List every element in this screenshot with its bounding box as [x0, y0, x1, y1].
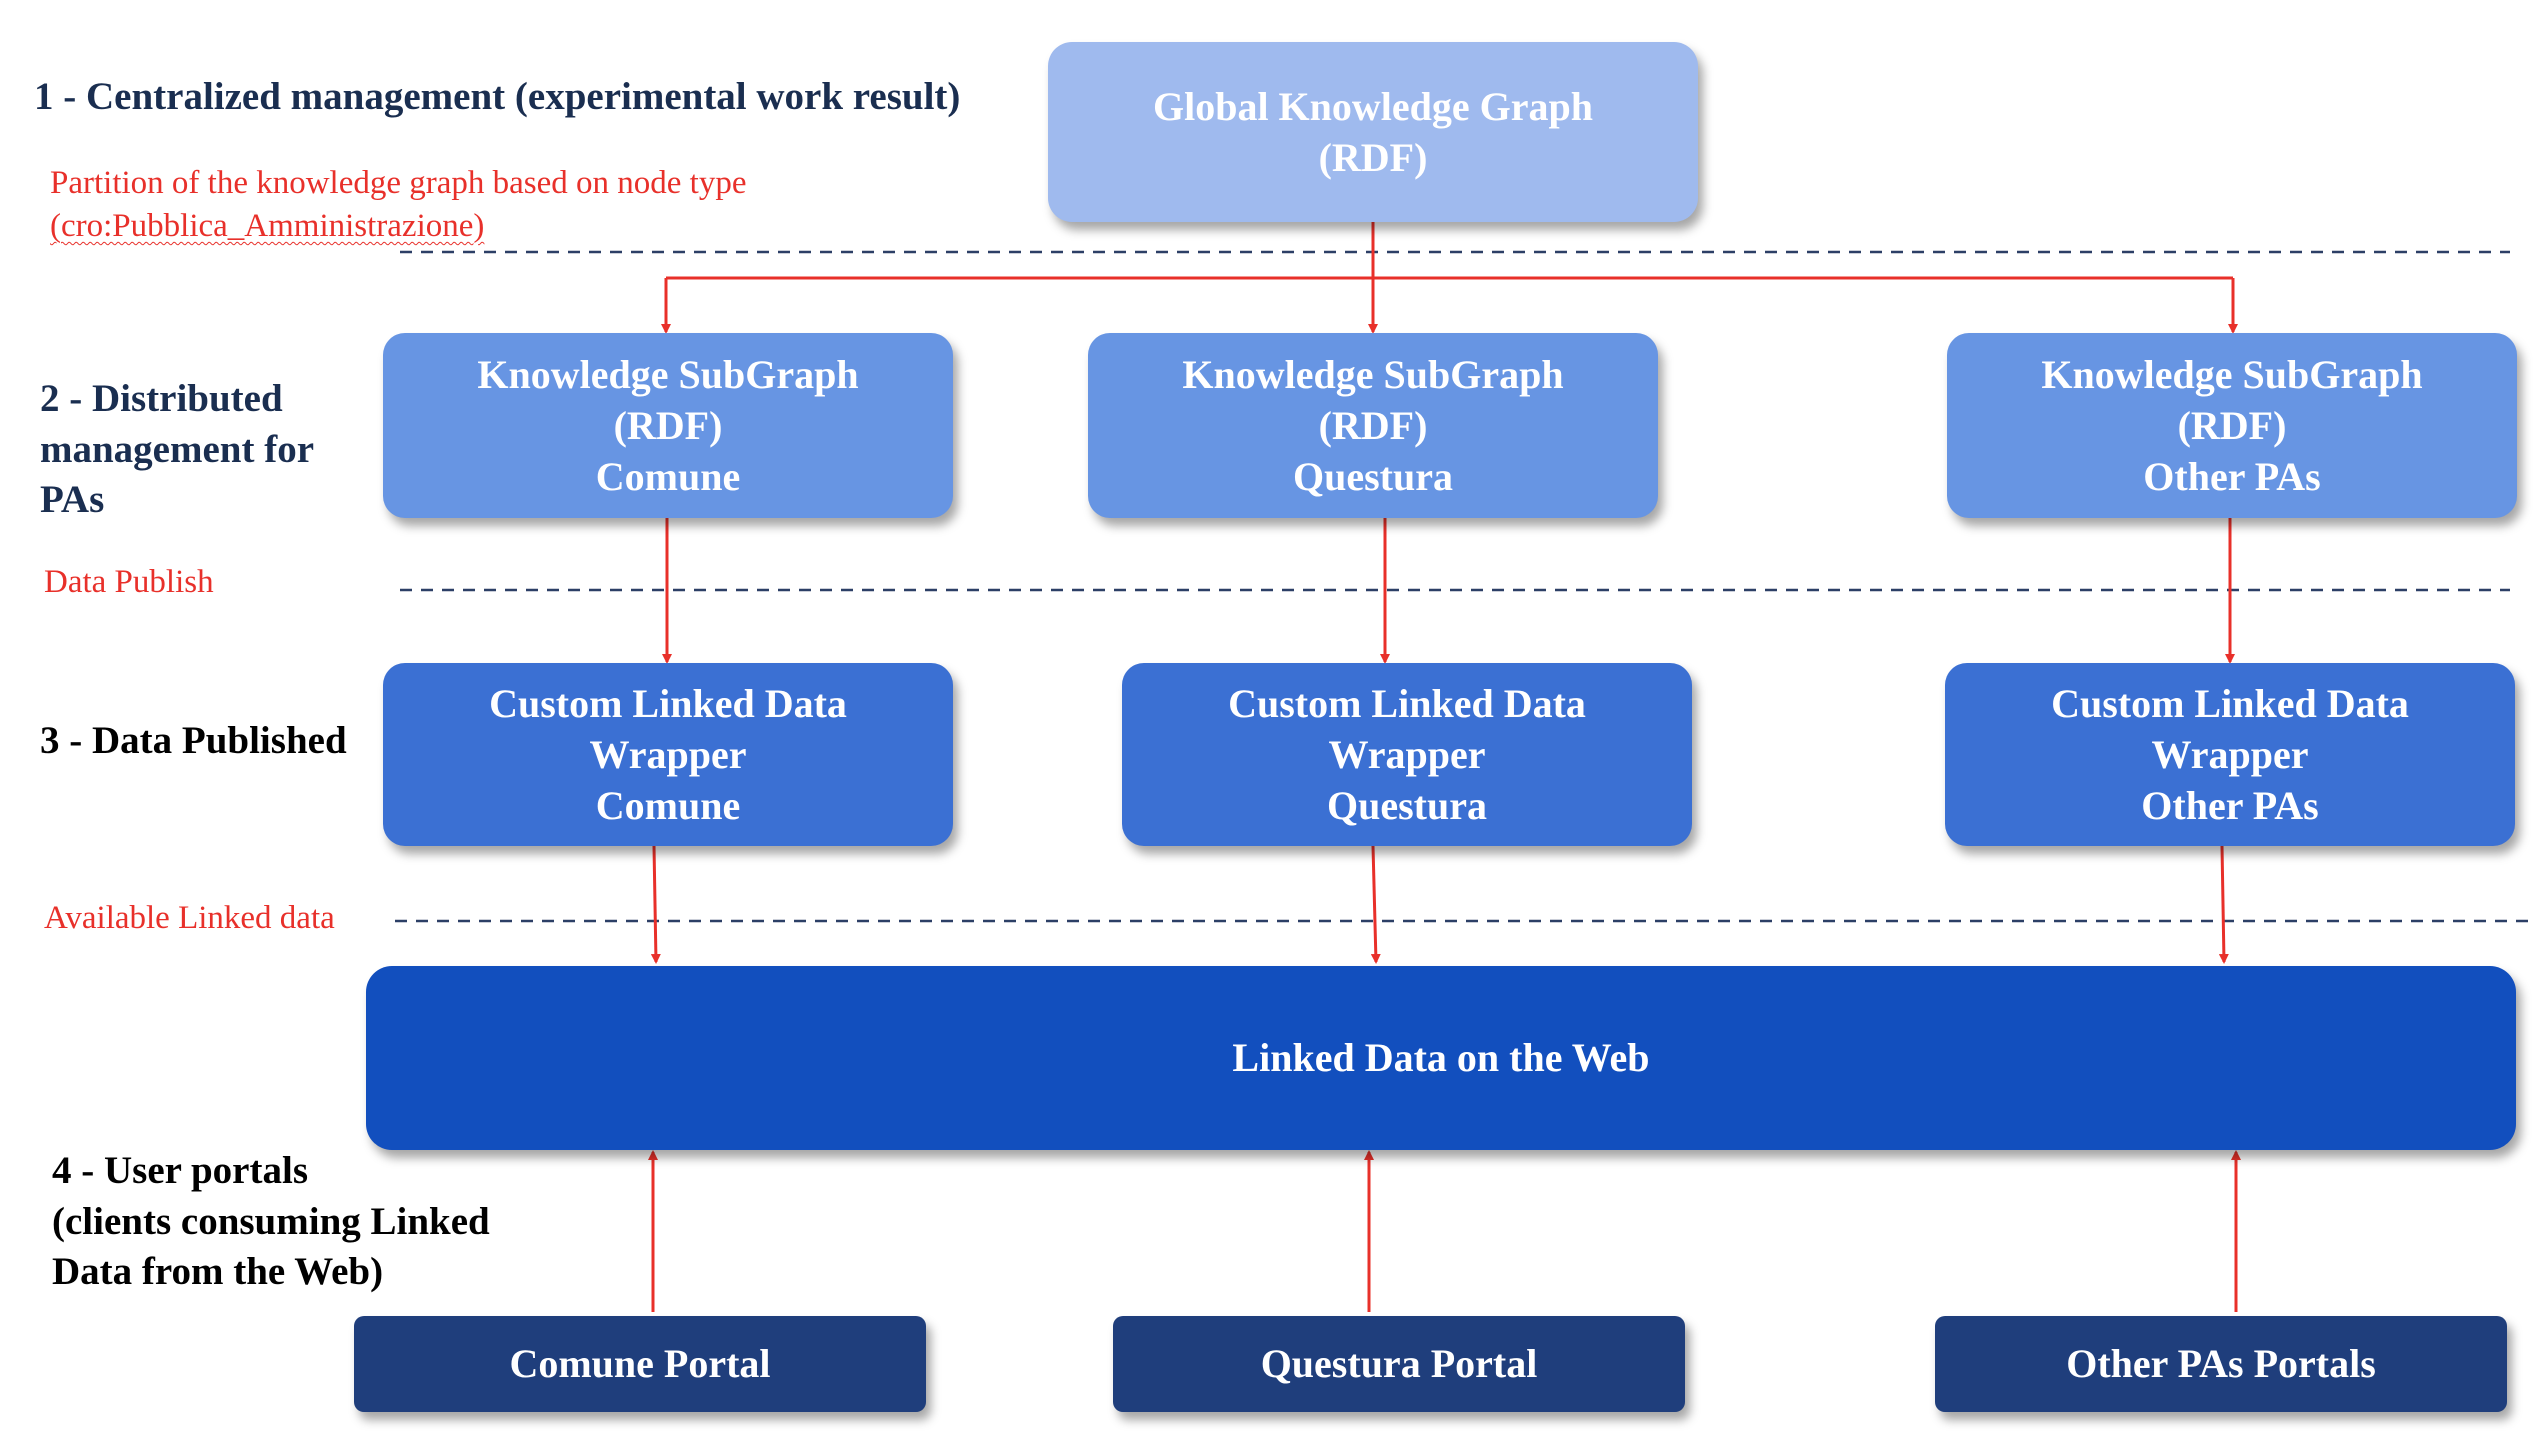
- level-2-line-1: 2 - Distributed: [40, 377, 283, 420]
- subgraph-questura-box: Knowledge SubGraph (RDF) Questura: [1088, 333, 1658, 518]
- level-4-line-1: 4 - User portals: [52, 1149, 308, 1192]
- arrow-wrappers-to-web: [650, 845, 2229, 964]
- wrapper-questura-line-1: Custom Linked Data: [1228, 680, 1586, 726]
- comune-portal-box: Comune Portal: [354, 1316, 926, 1412]
- level-1-label: 1 - Centralized management (experimental…: [34, 72, 960, 123]
- wrapper-other-pas-line-2: Wrapper: [2151, 731, 2309, 777]
- arrow-portals-to-web: [648, 1150, 2241, 1312]
- level-3-text: 3 - Data Published: [40, 719, 347, 762]
- level-3-label: 3 - Data Published: [40, 716, 347, 767]
- available-linked-data-text: Available Linked data: [44, 900, 335, 936]
- arrow-subgraphs-to-wrappers: [662, 518, 2235, 664]
- subgraph-other-pas-line-1: Knowledge SubGraph: [2041, 351, 2423, 397]
- other-pas-portal-box: Other PAs Portals: [1935, 1316, 2507, 1412]
- global-knowledge-graph-box: Global Knowledge Graph (RDF): [1048, 42, 1698, 222]
- data-publish-text: Data Publish: [44, 564, 214, 600]
- questura-portal-text: Questura Portal: [1260, 1341, 1538, 1387]
- subgraph-comune-line-3: Comune: [595, 454, 741, 500]
- level-1-text: 1 - Centralized management (experimental…: [34, 75, 961, 118]
- level-2-label: 2 - Distributed management for PAs: [40, 374, 314, 526]
- subgraph-comune-box: Knowledge SubGraph (RDF) Comune: [383, 333, 953, 518]
- arrow-global-to-subgraphs: [661, 222, 2238, 334]
- subgraph-comune-line-1: Knowledge SubGraph: [477, 351, 859, 397]
- level-2-line-2: management for: [40, 427, 315, 471]
- subgraph-other-pas-line-2: (RDF): [2177, 402, 2287, 448]
- wrapper-comune-line-2: Wrapper: [589, 731, 747, 777]
- wrapper-comune-line-3: Comune: [595, 783, 741, 829]
- wrapper-questura-line-2: Wrapper: [1328, 731, 1486, 777]
- subgraph-comune-line-2: (RDF): [613, 402, 723, 448]
- linked-data-web-box: Linked Data on the Web: [366, 966, 2516, 1150]
- subgraph-questura-line-1: Knowledge SubGraph: [1182, 351, 1564, 397]
- other-pas-portal-text: Other PAs Portals: [2066, 1341, 2376, 1387]
- data-publish-annotation: Data Publish: [44, 561, 214, 604]
- partition-line-2: (cro:Pubblica_Amministrazione): [50, 207, 485, 244]
- wrapper-comune-box: Custom Linked Data Wrapper Comune: [383, 663, 953, 846]
- level-4-line-2: (clients consuming Linked: [52, 1199, 490, 1243]
- wrapper-questura-line-3: Questura: [1327, 783, 1487, 829]
- wrapper-comune-line-1: Custom Linked Data: [489, 680, 847, 726]
- wrapper-other-pas-line-3: Other PAs: [2141, 783, 2319, 829]
- linked-data-web-text: Linked Data on the Web: [1232, 1035, 1650, 1081]
- partition-annotation: Partition of the knowledge graph based o…: [50, 162, 747, 248]
- subgraph-questura-line-3: Questura: [1293, 454, 1453, 500]
- global-graph-line-2: (RDF): [1318, 135, 1428, 180]
- partition-line-1: Partition of the knowledge graph based o…: [50, 165, 747, 201]
- wrapper-other-pas-line-1: Custom Linked Data: [2051, 680, 2409, 726]
- subgraph-other-pas-line-3: Other PAs: [2143, 454, 2321, 500]
- level-2-line-3: PAs: [40, 478, 105, 522]
- subgraph-other-pas-box: Knowledge SubGraph (RDF) Other PAs: [1947, 333, 2517, 518]
- questura-portal-box: Questura Portal: [1113, 1316, 1685, 1412]
- level-4-line-3: Data from the Web): [52, 1250, 384, 1294]
- available-linked-data-annotation: Available Linked data: [44, 897, 335, 940]
- subgraph-questura-line-2: (RDF): [1318, 402, 1428, 448]
- wrapper-other-pas-box: Custom Linked Data Wrapper Other PAs: [1945, 663, 2515, 846]
- comune-portal-text: Comune Portal: [509, 1341, 771, 1387]
- level-4-label: 4 - User portals (clients consuming Link…: [52, 1146, 490, 1298]
- wrapper-questura-box: Custom Linked Data Wrapper Questura: [1122, 663, 1692, 846]
- global-graph-line-1: Global Knowledge Graph: [1152, 83, 1594, 129]
